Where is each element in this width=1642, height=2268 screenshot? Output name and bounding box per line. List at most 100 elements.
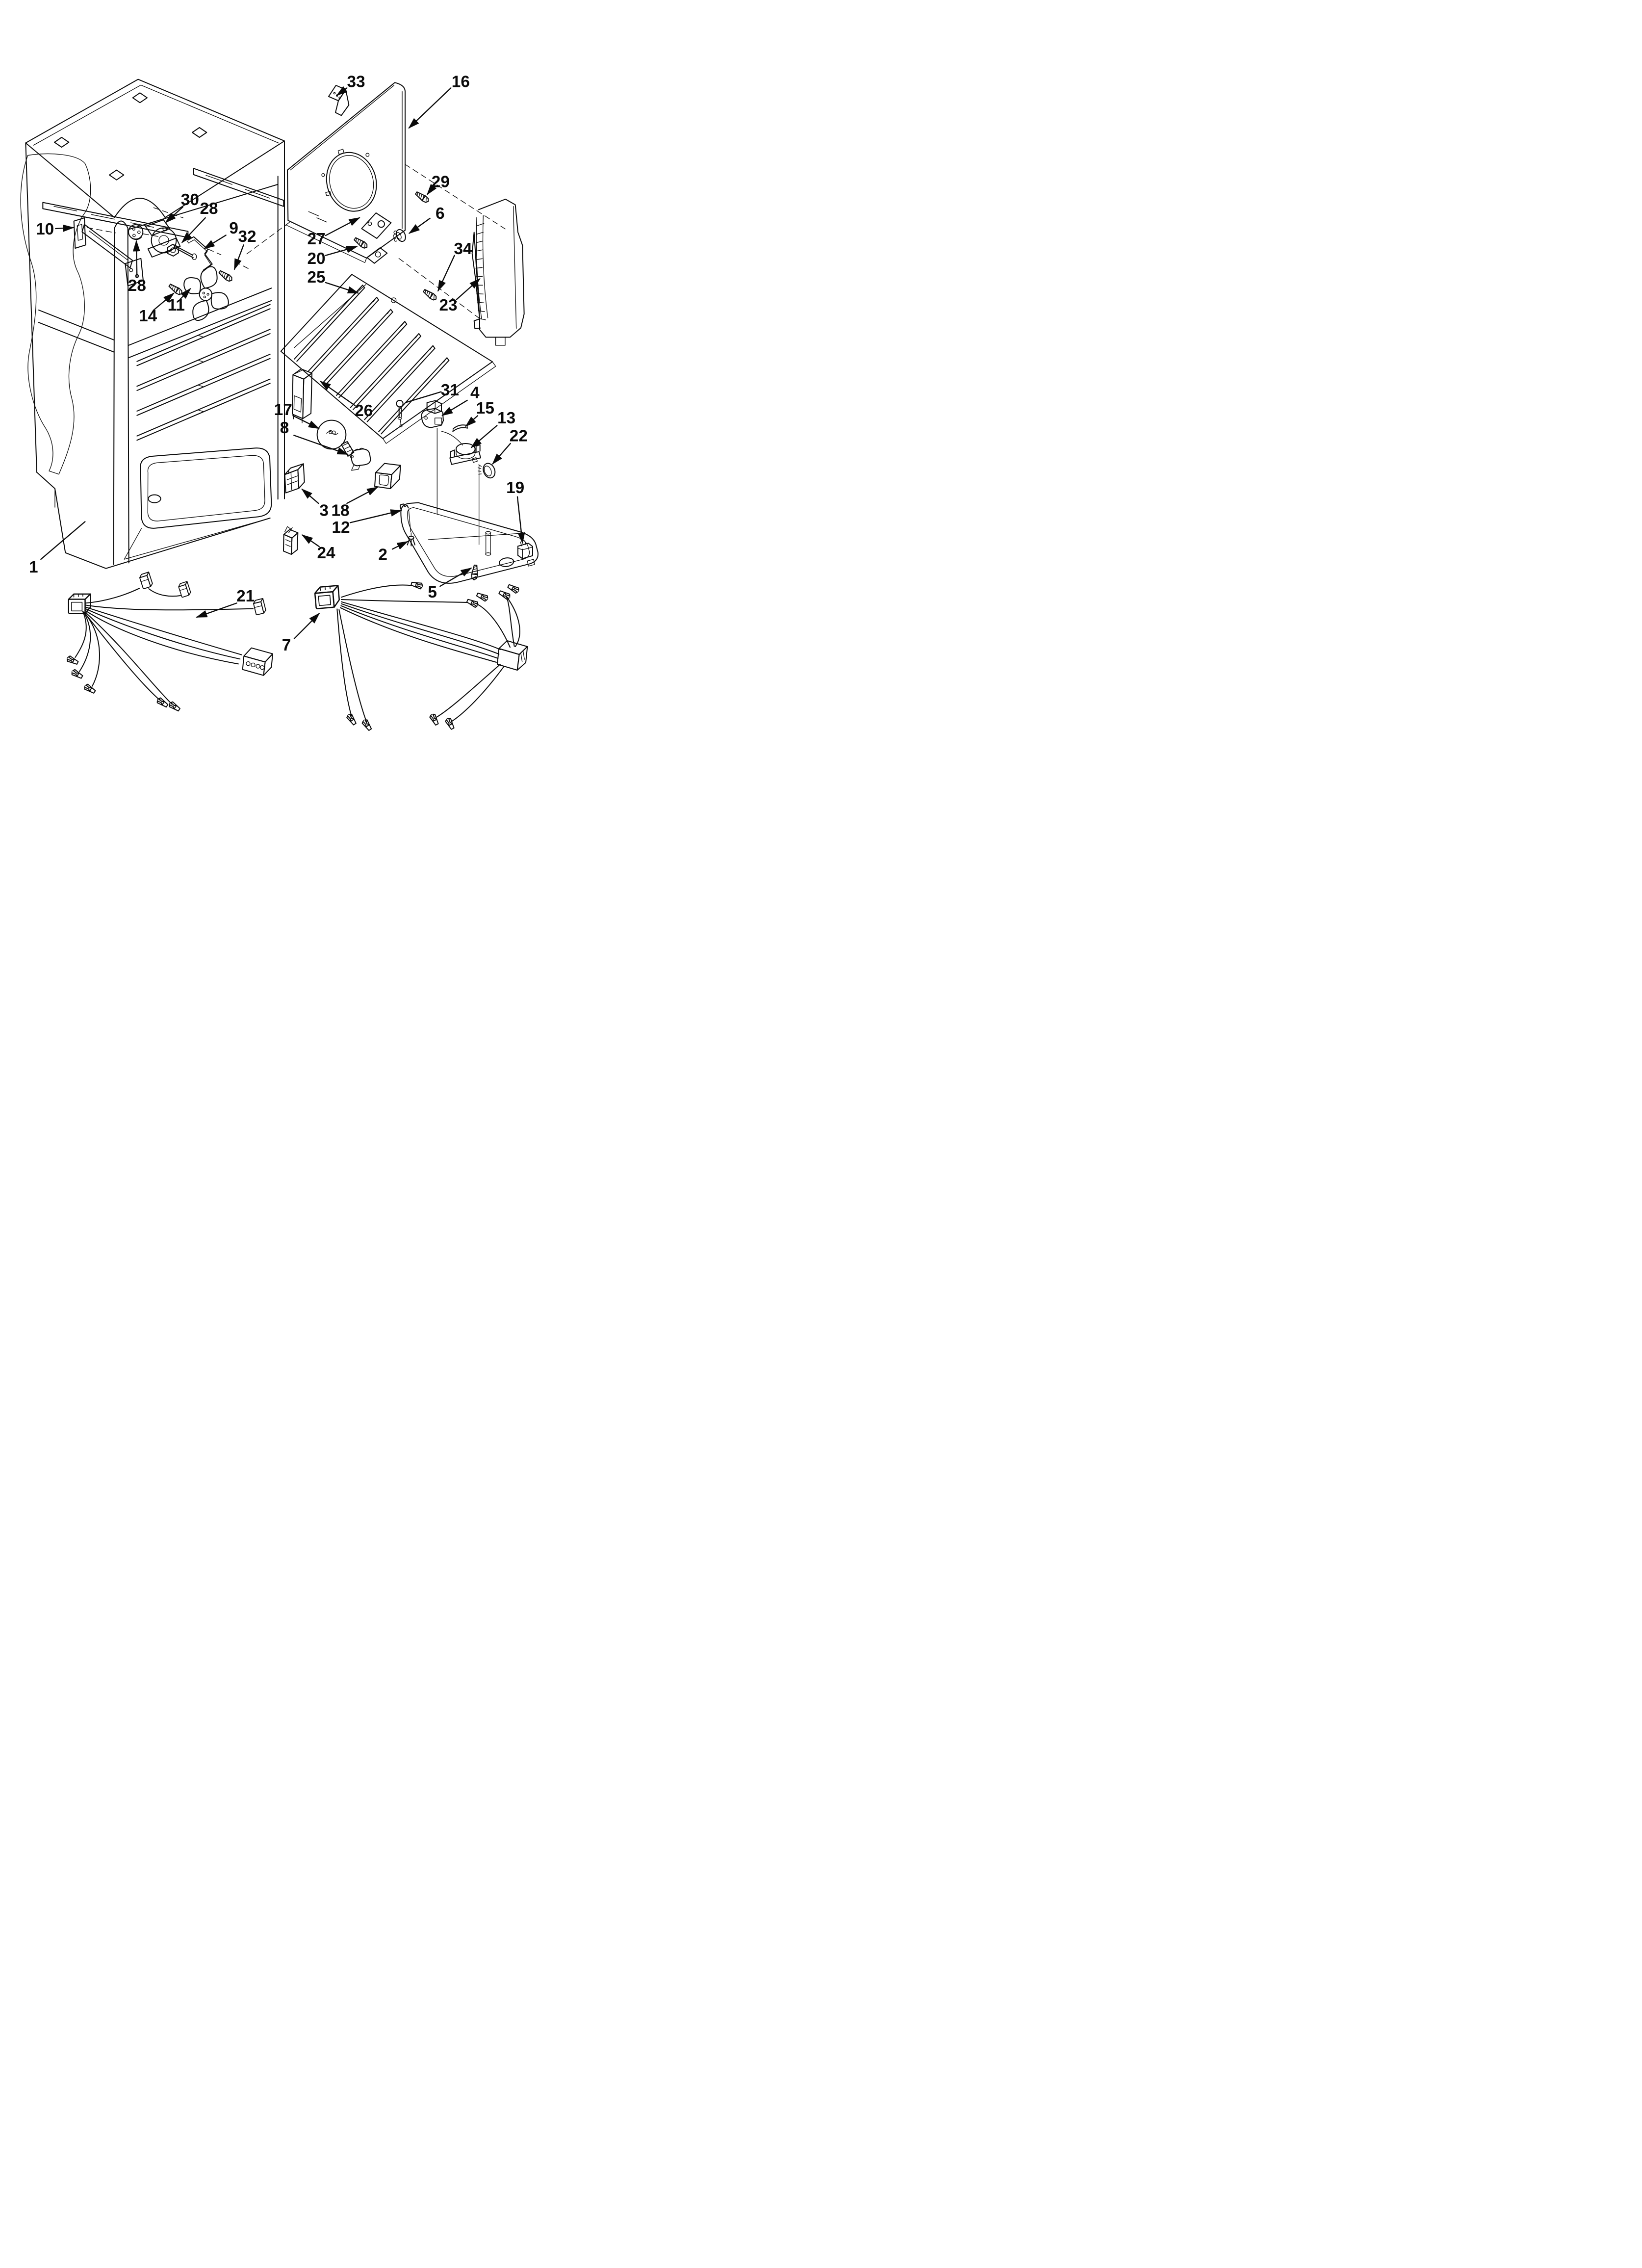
callout-9: 9	[203, 219, 238, 249]
part-19-terminal-block	[517, 540, 533, 559]
part-17-bulb	[316, 419, 355, 459]
callout-label-1: 1	[29, 558, 38, 576]
leader-line-8	[293, 435, 349, 455]
callout-28-2: 28	[128, 240, 146, 295]
callout-label-31: 31	[441, 381, 459, 399]
part-25-evap-cover	[280, 274, 496, 444]
callout-31: 31	[405, 381, 459, 403]
leader-line-34	[437, 255, 455, 292]
callout-29: 29	[426, 173, 450, 195]
leader-line-23	[456, 278, 481, 300]
part-27-plate	[361, 212, 392, 239]
callout-1: 1	[29, 521, 86, 576]
leader-line-6	[408, 217, 431, 234]
callout-label-12: 12	[332, 519, 350, 537]
part-32-screw	[217, 269, 234, 284]
leader-line-5	[439, 567, 472, 587]
callout-18: 18	[331, 487, 379, 520]
part-10-bracket	[73, 217, 144, 287]
callout-label-30: 30	[181, 191, 199, 209]
leader-line-2	[391, 541, 409, 550]
part-33-clip	[328, 85, 350, 116]
leader-line-3	[301, 488, 319, 504]
callout-label-32: 32	[238, 228, 256, 246]
callout-13: 13	[470, 409, 515, 448]
part-4-switch	[421, 400, 444, 515]
leader-line-20	[325, 246, 358, 256]
part-11-fan-blade	[183, 266, 229, 321]
callout-label-17: 17	[274, 401, 292, 419]
leader-line-26	[319, 380, 356, 406]
callout-21: 21	[196, 587, 255, 618]
callout-label-26: 26	[355, 402, 373, 420]
crisper-well	[124, 447, 272, 560]
part-15-clip	[452, 424, 468, 432]
part-12-drain-tray	[399, 502, 539, 584]
callout-label-28: 28	[200, 200, 218, 218]
callout-label-10: 10	[36, 220, 54, 238]
callout-12: 12	[332, 509, 402, 537]
callout-34: 34	[437, 240, 472, 292]
callout-3: 3	[301, 488, 329, 520]
callout-label-9: 9	[229, 219, 238, 237]
callout-label-33: 33	[347, 73, 365, 91]
leader-line-16	[408, 87, 452, 129]
leader-line-24	[301, 534, 320, 547]
callout-label-20: 20	[307, 250, 325, 268]
callout-14: 14	[139, 292, 175, 325]
part-31-pin	[396, 400, 404, 427]
part-34-screw	[422, 287, 438, 302]
callout-8: 8	[280, 419, 349, 455]
part-23-cover	[471, 199, 525, 346]
top-vent-hole	[109, 169, 125, 181]
callout-7: 7	[282, 613, 320, 654]
callout-label-34: 34	[454, 240, 472, 258]
part-6-plug	[393, 229, 406, 242]
callout-6: 6	[408, 205, 445, 234]
callout-24: 24	[301, 534, 335, 562]
leader-line-31	[405, 391, 442, 403]
leader-line-10	[55, 224, 75, 232]
leader-line-9	[203, 235, 227, 249]
leader-line-12	[349, 509, 402, 523]
leader-line-28	[181, 217, 206, 243]
leader-line-21	[196, 602, 237, 618]
part-18-shield	[374, 463, 401, 489]
part-3-cover	[284, 463, 305, 494]
callout-2: 2	[378, 541, 409, 564]
leader-line-29	[426, 183, 437, 195]
part-14-screw	[167, 282, 184, 297]
part-20-screw	[353, 235, 369, 250]
callout-label-11: 11	[168, 296, 185, 314]
callout-33: 33	[336, 73, 365, 96]
part-29-screw	[414, 190, 431, 205]
callout-19: 19	[506, 479, 525, 544]
callout-label-5: 5	[428, 583, 437, 601]
callout-label-15: 15	[476, 399, 494, 417]
part-22-knob	[478, 463, 496, 479]
callout-10: 10	[36, 220, 75, 238]
callout-label-23: 23	[439, 296, 457, 314]
callout-label-2: 2	[378, 546, 387, 564]
callout-23: 23	[439, 278, 481, 314]
part-7-harness	[313, 580, 528, 732]
relay-connector	[497, 640, 528, 671]
callout-label-22: 22	[510, 427, 528, 445]
callout-label-25: 25	[307, 268, 325, 287]
callout-17: 17	[274, 401, 320, 429]
multi-pin-connector	[242, 647, 273, 676]
callout-label-19: 19	[506, 479, 524, 497]
callout-27: 27	[307, 217, 360, 248]
top-vent-hole	[132, 92, 148, 104]
callout-5: 5	[428, 567, 472, 601]
leader-line-4	[441, 399, 468, 416]
callout-label-21: 21	[236, 587, 255, 605]
callout-30: 30	[165, 191, 199, 223]
callout-20: 20	[307, 246, 358, 268]
leader-line-13	[470, 425, 498, 448]
part-21-harness	[65, 572, 273, 713]
callout-16: 16	[408, 73, 470, 129]
leader-line-18	[346, 487, 379, 504]
part-24-sensor	[283, 526, 299, 555]
cabinet-liner	[20, 78, 285, 569]
